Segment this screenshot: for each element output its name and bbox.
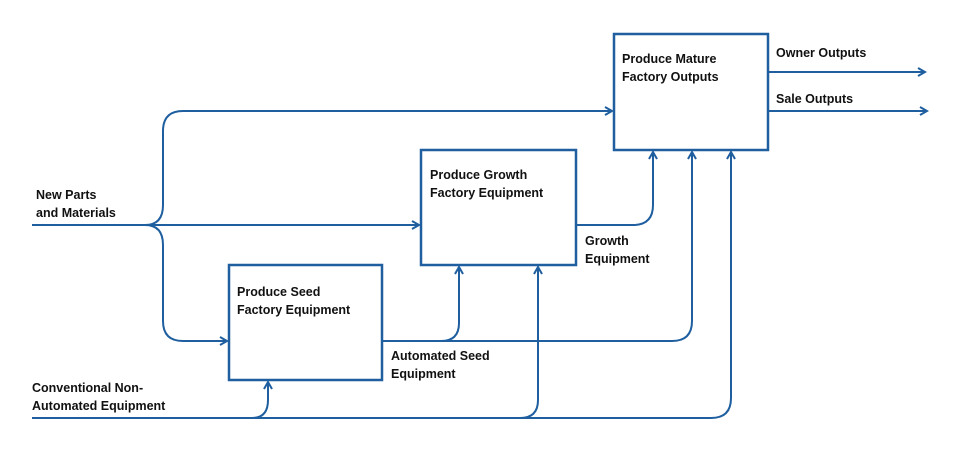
- conventional-to-mature-arrow: [510, 152, 731, 419]
- conventional-equipment-label: Conventional Non- Automated Equipment: [32, 379, 165, 415]
- growth-equipment-label: Growth Equipment: [585, 232, 650, 268]
- conventional-label-line1: Conventional Non-: [32, 381, 144, 395]
- owner-outputs-label: Owner Outputs: [776, 46, 867, 60]
- new-parts-label-line1: New Parts: [36, 188, 97, 202]
- new-parts-to-seed-arrow: [144, 224, 227, 341]
- growth-box: [419, 148, 578, 267]
- growth-to-mature-arrow: [576, 152, 653, 226]
- new-parts-to-mature-arrow: [144, 111, 612, 226]
- seed-to-mature-arrow: [440, 152, 692, 342]
- new-parts-label: New Parts and Materials: [36, 186, 116, 222]
- automated-seed-label-line2: Equipment: [391, 367, 456, 381]
- automated-seed-equipment-label: Automated Seed Equipment: [391, 347, 490, 383]
- seed-box-label: Produce Seed Factory Equipment: [237, 283, 350, 319]
- growth-box-label-line1: Produce Growth: [430, 168, 528, 182]
- sale-outputs-label: Sale Outputs: [776, 92, 854, 106]
- mature-box-label-line2: Factory Outputs: [622, 70, 719, 84]
- growth-box-label-line2: Factory Equipment: [430, 186, 544, 200]
- new-parts-label-line2: and Materials: [36, 206, 116, 220]
- growth-equipment-label-line2: Equipment: [585, 252, 650, 266]
- conventional-label-line2: Automated Equipment: [32, 399, 166, 413]
- seed-box-label-line1: Produce Seed: [237, 285, 321, 299]
- growth-box-label: Produce Growth Factory Equipment: [430, 166, 543, 202]
- automated-seed-label-line1: Automated Seed: [391, 349, 490, 363]
- growth-equipment-label-line1: Growth: [585, 234, 629, 248]
- seed-to-growth-arrow: [382, 267, 459, 342]
- seed-box-label-line2: Factory Equipment: [237, 303, 351, 317]
- mature-box-label: Produce Mature Factory Outputs: [622, 50, 719, 86]
- mature-box-label-line1: Produce Mature: [622, 52, 717, 66]
- seed-box: [227, 263, 384, 382]
